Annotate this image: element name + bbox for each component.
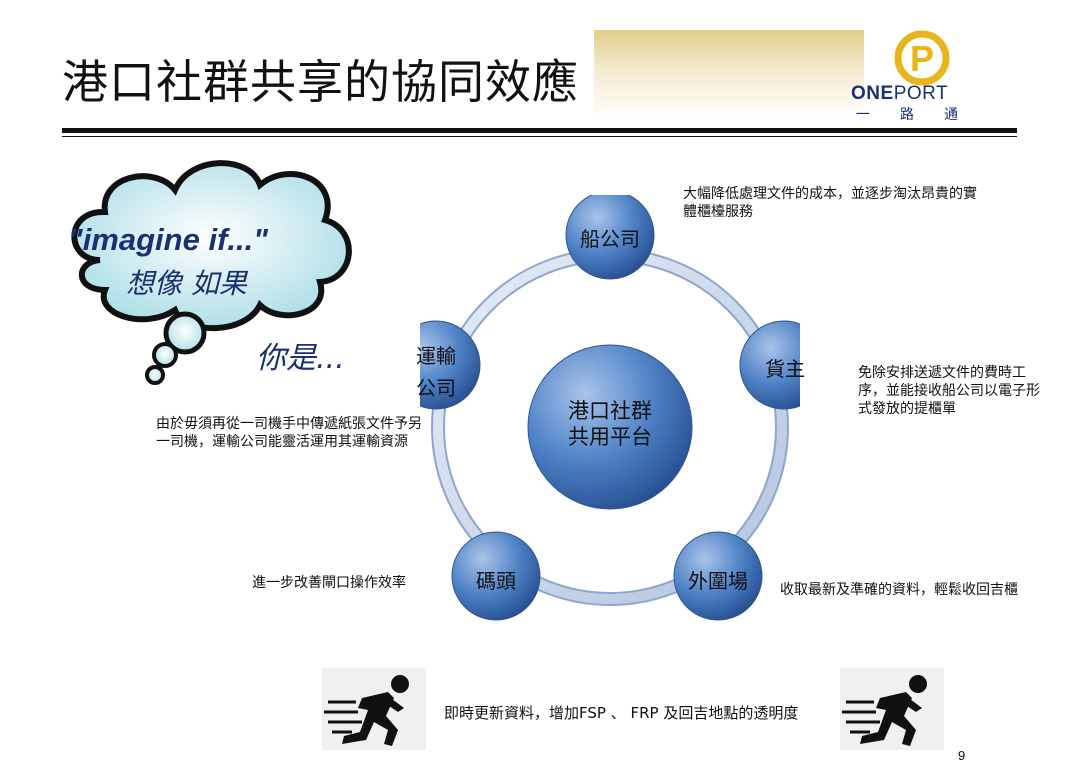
you-are-text: 你是... <box>256 341 345 376</box>
cloud-bubble-small <box>145 365 165 385</box>
runner-icon <box>322 668 426 750</box>
center-node-label: 港口社群 共用平台 <box>540 398 680 450</box>
platform-cycle-diagram <box>420 195 800 621</box>
node-container-yard <box>673 531 763 621</box>
cloud-bubble-large <box>163 311 207 355</box>
oneport-logo: P <box>894 30 950 86</box>
logo-wordmark-light: PORT <box>893 83 949 104</box>
note-container-yard: 收取最新及準確的資料，輕鬆收回吉櫃 <box>780 582 1018 598</box>
node-cargo-owner <box>739 320 800 410</box>
node-transport-label-line1: 運輸 <box>416 344 456 368</box>
logo-letter: P <box>910 38 934 79</box>
center-label-line2: 共用平台 <box>568 425 652 449</box>
note-shipping: 大幅降低處理文件的成本，並逐步淘汰昂貴的實體櫃檯服務 <box>683 186 977 220</box>
header-rule-thin <box>62 136 1017 137</box>
header-rule-thick <box>62 128 1017 133</box>
imagine-if-chinese: 想像 如果 <box>126 267 247 300</box>
node-shipping-label: 船公司 <box>580 227 640 251</box>
node-terminal <box>451 531 541 621</box>
title-accent-band <box>594 30 864 118</box>
center-label-line1: 港口社群 <box>568 399 652 423</box>
page-title: 港口社群共享的協同效應 <box>62 55 579 109</box>
logo-wordmark-bold: ONE <box>851 83 894 104</box>
node-cargo-owner-label: 貨主 <box>765 357 805 381</box>
node-shipping <box>565 195 655 280</box>
node-transport <box>420 320 481 410</box>
logo-ring <box>894 30 950 86</box>
footer-text: 即時更新資料，增加FSP 、 FRP 及回吉地點的透明度 <box>444 704 799 722</box>
note-cargo-owner: 免除安排送遞文件的費時工序，並能接收船公司以電子形式發放的提櫃單 <box>858 365 1040 417</box>
note-transport: 由於毋須再從一司機手中傳遞紙張文件予另一司機，運輸公司能靈活運用其運輸資源 <box>156 416 422 450</box>
note-terminal: 進一步改善閘口操作效率 <box>252 575 406 591</box>
runner-icon <box>840 668 944 750</box>
logo-chinese: 一路通 <box>856 107 988 123</box>
cloud-bubble-medium <box>152 342 178 368</box>
center-node <box>527 344 693 510</box>
node-transport-label: 運輸 公司 <box>401 340 471 404</box>
node-container-yard-label: 外圍場 <box>688 569 748 593</box>
page-number: 9 <box>958 748 966 763</box>
cloud-shape <box>71 160 352 332</box>
node-transport-label-line2: 公司 <box>416 376 456 400</box>
node-terminal-label: 碼頭 <box>476 569 516 593</box>
thought-cloud <box>71 160 352 385</box>
logo-wordmark: ONEPORT <box>851 83 948 105</box>
imagine-if-text: "imagine if..." <box>68 222 268 257</box>
